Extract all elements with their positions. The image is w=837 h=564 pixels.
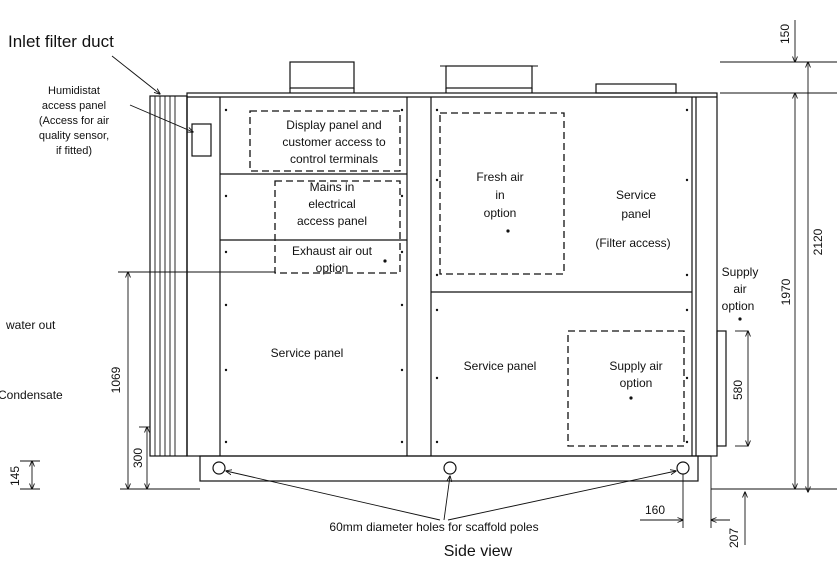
scaffold-hole-3 (676, 461, 690, 475)
dim-150-label: 150 (778, 24, 792, 44)
svg-text:(Filter access): (Filter access) (595, 236, 670, 250)
svg-text:control terminals: control terminals (290, 152, 378, 166)
display-panel-outline (249, 110, 401, 172)
svg-text:Supply air: Supply air (609, 359, 662, 373)
supply-air-side-label: Supply air option (722, 265, 759, 313)
inlet-duct-leader (111, 55, 160, 94)
dim-1069-label: 1069 (109, 366, 123, 393)
svg-text:access panel: access panel (42, 100, 106, 112)
display-panel-label: Display panel and customer access to con… (282, 118, 386, 166)
dim-300-label: 300 (131, 448, 145, 468)
dim-160-label: 160 (645, 503, 665, 517)
svg-text:access panel: access panel (297, 214, 367, 228)
svg-text:in: in (495, 188, 504, 202)
humidistat-leader (129, 104, 193, 132)
roof-duct-right (595, 83, 677, 94)
hole-leader-1 (226, 471, 441, 521)
side-view-title: Side view (444, 543, 513, 559)
svg-text:air: air (733, 282, 746, 296)
exhaust-air-label: Exhaust air out option (292, 244, 373, 275)
filter-service-panel-label: Service panel (Filter access) (595, 188, 670, 250)
svg-text:Exhaust air out: Exhaust air out (292, 244, 373, 258)
inlet-filter-duct-label: Inlet filter duct (8, 32, 114, 51)
scaffold-hole-2 (443, 461, 457, 475)
svg-text:Supply: Supply (722, 265, 759, 279)
supply-air-box-label: Supply air option (609, 359, 662, 390)
svg-text:option: option (722, 299, 755, 313)
fresh-air-outline (439, 112, 565, 275)
humidistat-label: Humidistat access panel (Access for air … (39, 85, 110, 157)
svg-text:option: option (484, 206, 517, 220)
hole-leader-2 (443, 476, 450, 521)
svg-text:(Access for air: (Access for air (39, 115, 110, 127)
roof-duct-middle (440, 65, 538, 93)
water-out-label: water out (5, 318, 56, 332)
dim-1970-label: 1970 (779, 278, 793, 305)
humidistat-panel-outline (191, 123, 212, 157)
inlet-filter-duct (149, 95, 188, 457)
scaffold-holes-label: 60mm diameter holes for scaffold poles (329, 520, 538, 534)
mains-panel-label: Mains in electrical access panel (297, 180, 367, 228)
supply-air-outline (567, 330, 685, 447)
roof-duct-left (289, 61, 355, 93)
svg-text:quality sensor,: quality sensor, (39, 130, 109, 142)
service-panel-right-label: Service panel (464, 359, 537, 373)
svg-text:Service: Service (616, 188, 656, 202)
svg-text:option: option (316, 261, 349, 275)
dim-2120-label: 2120 (811, 228, 825, 255)
dim-207-label: 207 (727, 528, 741, 548)
svg-text:Fresh air: Fresh air (476, 170, 523, 184)
condensate-label: Condensate (0, 388, 63, 402)
svg-text:panel: panel (621, 207, 650, 221)
dim-145-label: 145 (8, 466, 22, 486)
scaffold-hole-1 (212, 461, 226, 475)
svg-text:Humidistat: Humidistat (48, 85, 100, 97)
mains-panel-outline (274, 180, 401, 274)
svg-text:if fitted): if fitted) (56, 145, 92, 157)
fresh-air-label: Fresh air in option (476, 170, 523, 220)
svg-text:electrical: electrical (308, 197, 355, 211)
svg-text:customer access to: customer access to (282, 135, 386, 149)
dim-580-label: 580 (731, 380, 745, 400)
svg-text:option: option (620, 376, 653, 390)
svg-text:Mains in: Mains in (310, 180, 355, 194)
unit-body (186, 92, 718, 457)
supply-air-side-stub (716, 330, 727, 447)
svg-text:Display panel and: Display panel and (286, 118, 381, 132)
service-panel-left-label: Service panel (271, 346, 344, 360)
hole-leader-3 (447, 471, 676, 521)
